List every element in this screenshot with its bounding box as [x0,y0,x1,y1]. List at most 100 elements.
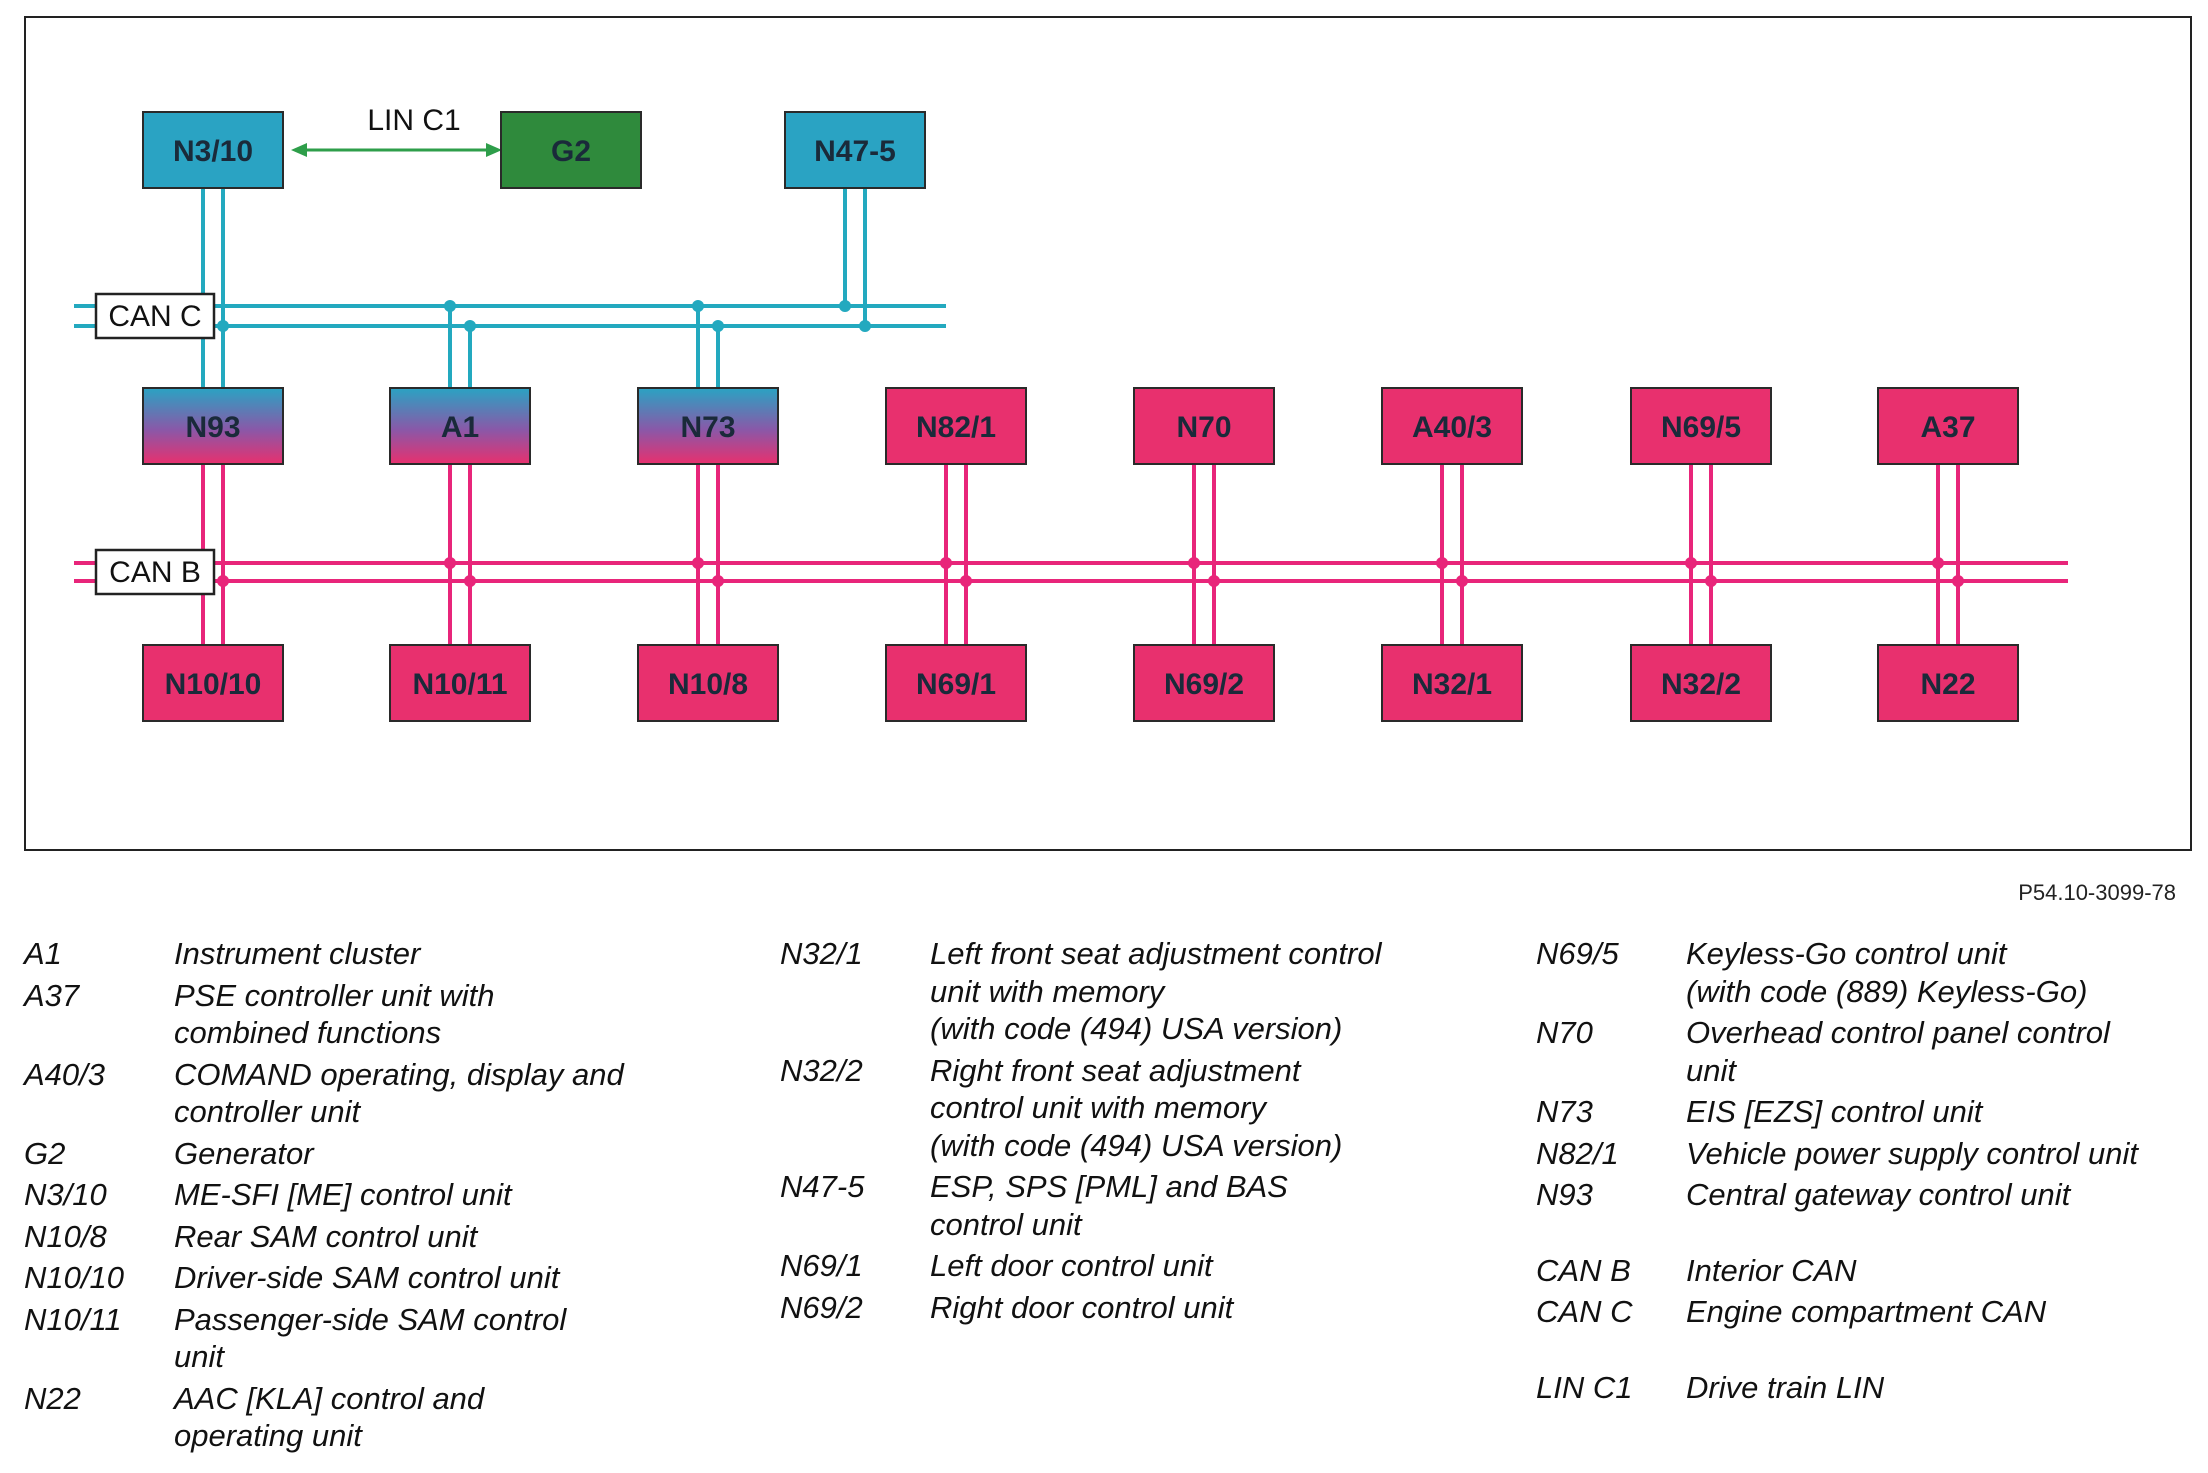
junction-a1-can-b-1 [444,557,456,569]
legend-code: N93 [1536,1177,1593,1212]
legend-description: Generator [174,1135,314,1171]
can-c-label-box [94,292,216,340]
legend-entry: N32/1 Left front seat adjustment control … [780,935,1460,1048]
lin-c1-arrowhead-right [486,143,502,157]
can-b-label: CAN B [109,556,201,589]
unit-label-a40-3: A40/3 [1412,411,1492,444]
legend-entry: N70 Overhead control panel control unit [1536,1014,2208,1089]
legend-description: Drive train LIN [1686,1369,1885,1405]
unit-label-n22: N22 [1920,668,1975,701]
unit-box-n69-2 [1133,644,1275,722]
junction-n47-5-can-c-2 [859,320,871,332]
junction-n93-can-b-2 [217,575,229,587]
legend-entry: N69/2 Right door control unit [780,1289,1460,1327]
legend-code: A40/3 [24,1056,106,1092]
unit-box-n10-8 [637,644,779,722]
unit-box-n93 [142,387,284,465]
legend-description: ESP, SPS [PML] and BAS control unit [930,1169,1288,1242]
legend-code: N70 [1536,1015,1593,1050]
legend-description: Vehicle power supply control unit [1686,1135,2139,1171]
legend-entry: LIN C1 Drive train LIN [1536,1369,2208,1407]
legend-description: Right front seat adjustment control unit… [930,1052,1343,1163]
legend-code: LIN C1 [1536,1369,1633,1405]
legend-column-3: N69/5 Keyless-Go control unit (with code … [1536,935,2208,1410]
legend-description: Right door control unit [930,1289,1234,1325]
junction-n47-5-can-c-1 [839,300,851,312]
unit-box-n69-5 [1630,387,1772,465]
legend-description: Passenger-side SAM control unit [174,1301,567,1375]
legend-code: N32/1 [780,936,863,971]
junction-n73-can-c-2 [712,320,724,332]
unit-box-a1 [389,387,531,465]
unit-box-n32-2 [1630,644,1772,722]
legend-entry: N10/8 Rear SAM control unit [24,1218,704,1256]
legend-description: Left door control unit [930,1248,1213,1283]
legend-description: PSE controller unit with combined functi… [174,977,495,1051]
legend-code: N10/11 [24,1301,122,1337]
unit-box-n32-1 [1381,644,1523,722]
legend-description: Engine compartment CAN [1686,1294,2047,1329]
unit-box-a37 [1877,387,2019,465]
junction-n69-5-can-b-2 [1705,575,1717,587]
junction-n82-1-can-b-1 [940,557,952,569]
legend-code: N3/10 [24,1177,107,1212]
legend-description: Left front seat adjustment control unit … [930,936,1382,1046]
legend-description: Interior CAN [1686,1252,1857,1288]
unit-label-n10-10: N10/10 [165,668,262,701]
junction-n70-can-b-1 [1188,557,1200,569]
unit-box-n69-1 [885,644,1027,722]
junction-a37-can-b-1 [1932,557,1944,569]
legend-column-2: N32/1 Left front seat adjustment control … [780,935,1460,1330]
unit-box-n73 [637,387,779,465]
legend-description: Rear SAM control unit [174,1218,478,1254]
unit-label-n3-10: N3/10 [173,135,253,168]
can-b-label-box [94,548,216,596]
unit-box-n3-10 [142,111,284,189]
unit-label-n10-8: N10/8 [668,668,748,701]
legend-code: N69/2 [780,1289,863,1325]
legend-description: AAC [KLA] control and operating unit [174,1380,485,1454]
lin-c1-label: LIN C1 [367,104,460,137]
unit-label-g2: G2 [551,135,591,168]
junction-n70-can-b-2 [1208,575,1220,587]
legend-code: A37 [24,977,80,1013]
unit-label-n70: N70 [1176,411,1231,444]
unit-label-n82-1: N82/1 [916,411,996,444]
unit-label-n69-2: N69/2 [1164,668,1244,701]
junction-a1-can-b-2 [464,575,476,587]
junction-n73-can-b-1 [692,557,704,569]
legend-code: N10/8 [24,1218,107,1254]
unit-label-n32-1: N32/1 [1412,668,1492,701]
unit-label-n32-2: N32/2 [1661,668,1741,701]
unit-label-n69-5: N69/5 [1661,411,1741,444]
junction-a1-can-c-1 [444,300,456,312]
junction-n82-1-can-b-2 [960,575,972,587]
legend-code: N69/5 [1536,936,1619,971]
legend-entry: N47-5 ESP, SPS [PML] and BAS control unit [780,1168,1460,1243]
legend-description: Central gateway control unit [1686,1177,2071,1212]
unit-box-n22 [1877,644,2019,722]
legend-description: Keyless-Go control unit (with code (889)… [1686,936,2088,1009]
document-reference-number: P54.10-3099-78 [2018,880,2176,905]
legend-code: G2 [24,1135,66,1171]
legend-description: ME-SFI [ME] control unit [174,1177,512,1212]
legend-code: N32/2 [780,1052,863,1088]
legend-description: Overhead control panel control unit [1686,1015,2110,1088]
legend-code: N47-5 [780,1169,865,1204]
unit-label-a37: A37 [1920,411,1975,444]
legend-entry: N10/11 Passenger-side SAM control unit [24,1301,704,1376]
junction-a40-3-can-b-2 [1456,575,1468,587]
unit-box-n47-5 [784,111,926,189]
can-c-label: CAN C [108,300,201,333]
unit-label-a1: A1 [441,411,479,444]
lin-c1-arrowhead-left [291,143,307,157]
junction-a37-can-b-2 [1952,575,1964,587]
